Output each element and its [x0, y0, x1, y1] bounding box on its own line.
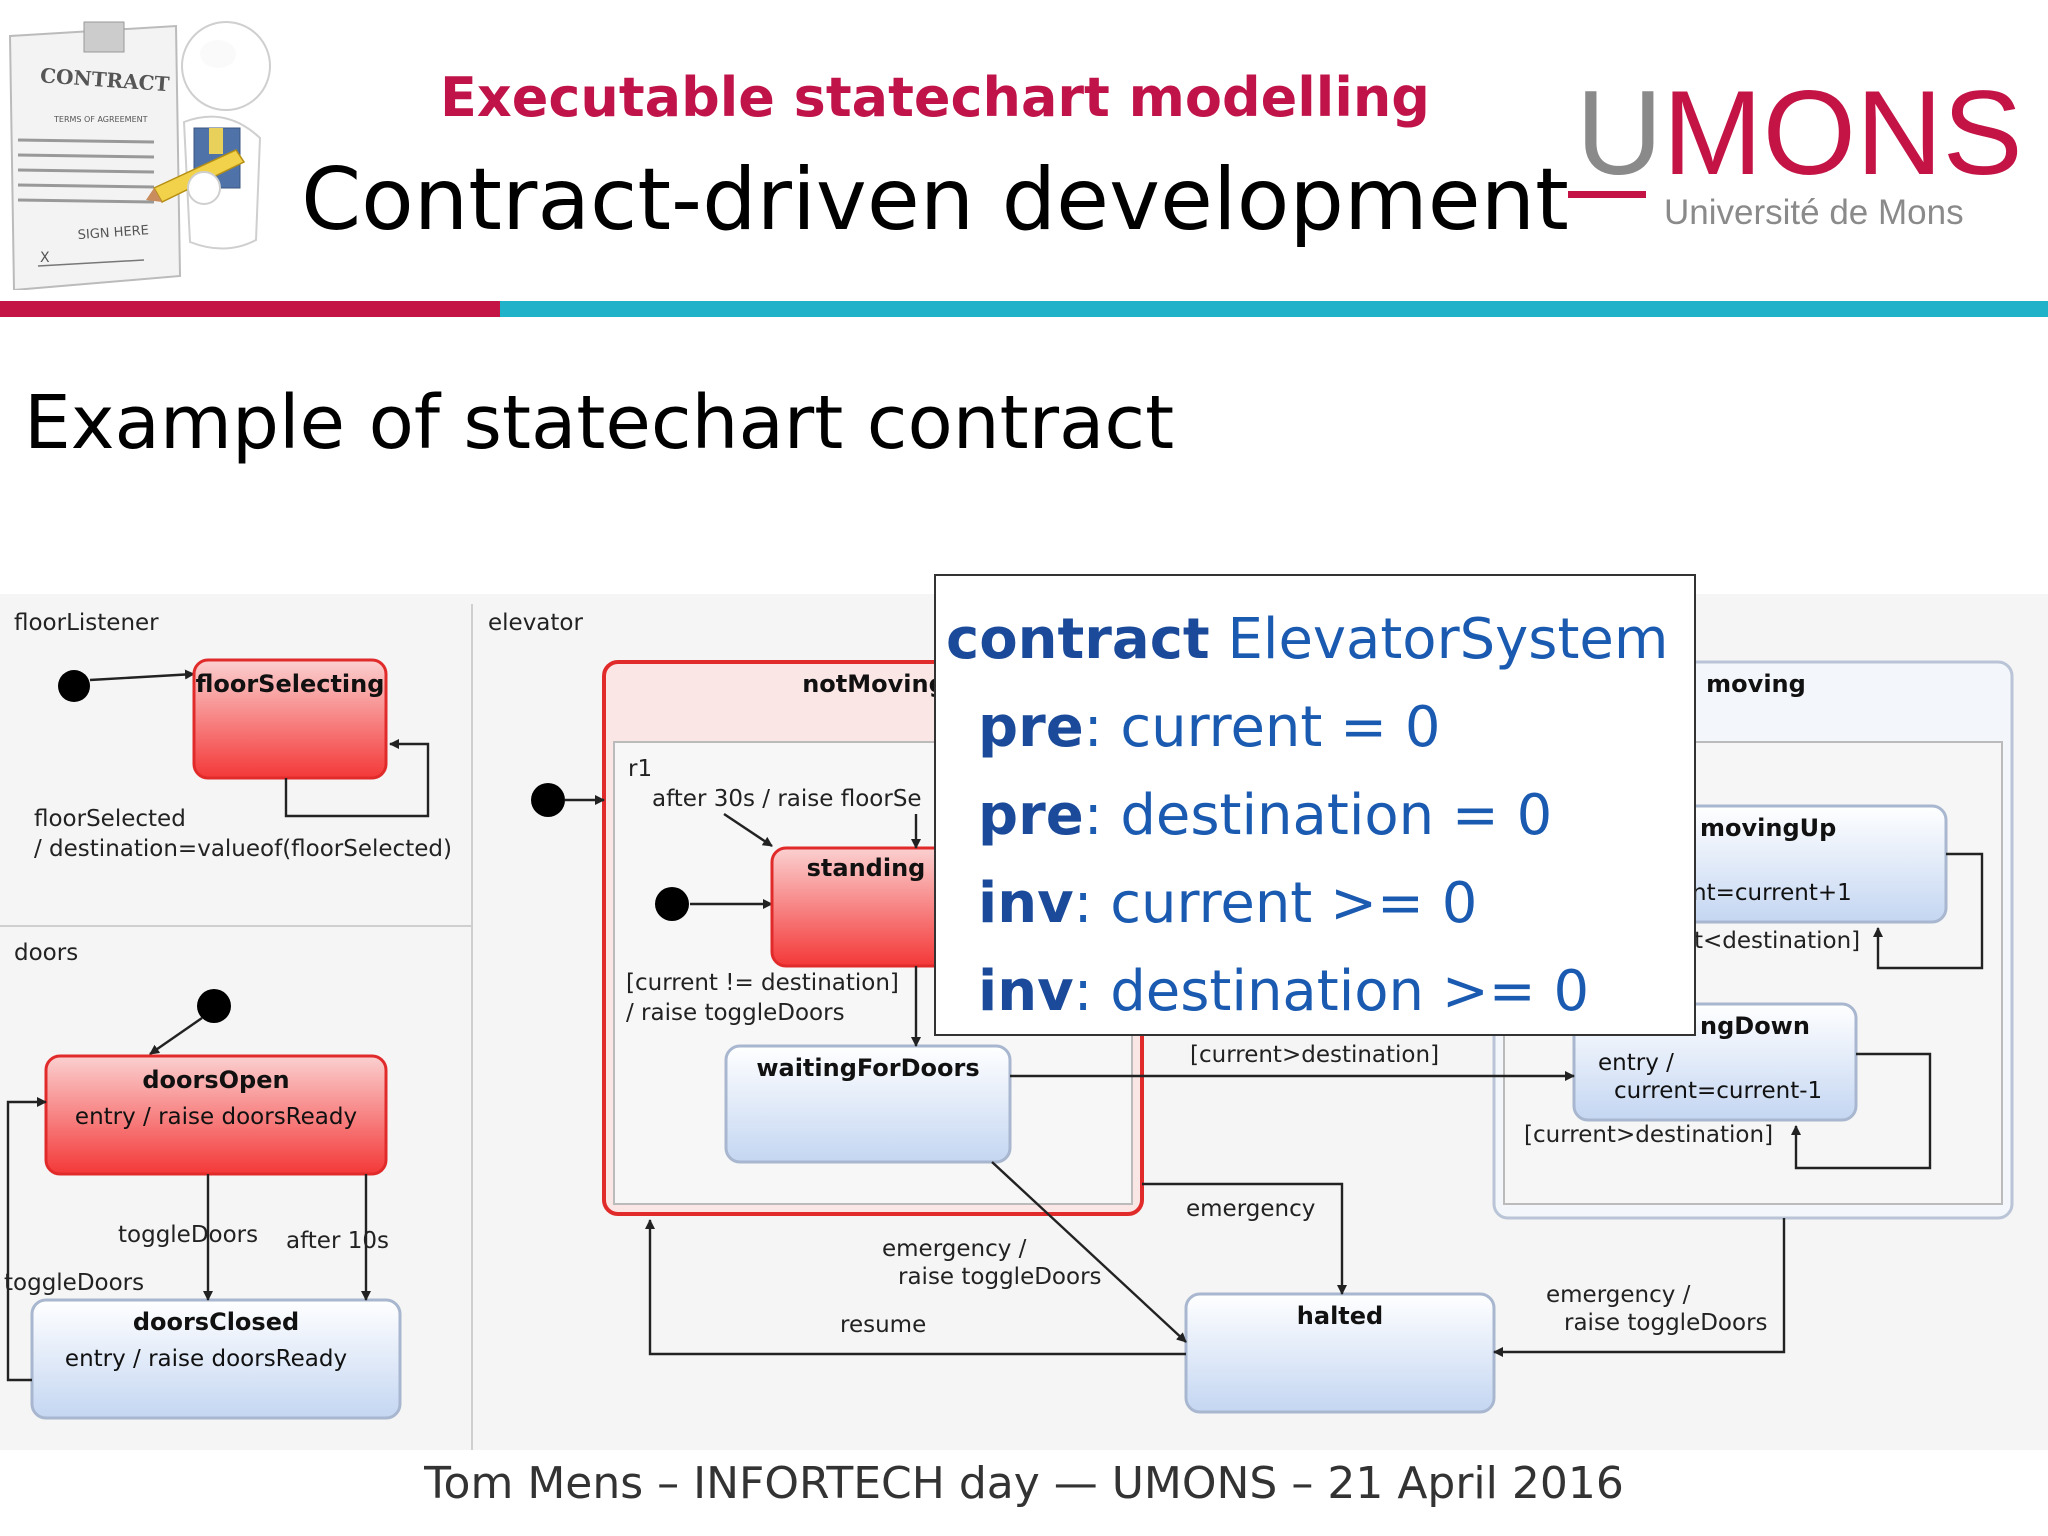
contract-clause-expr: : current = 0: [1083, 695, 1441, 760]
contract-clause: inv: current >= 0: [946, 860, 1694, 948]
state-movingup-name: movingUp: [1700, 814, 1836, 842]
edge-moving-halted: [1493, 1218, 1786, 1357]
section-heading: Example of statechart contract: [24, 380, 1175, 466]
slide-title: Contract-driven development: [301, 150, 1569, 250]
label-curltdest-up: t<destination]: [1694, 928, 1860, 954]
region-doors-label: doors: [14, 940, 78, 966]
label-emergency: emergency: [1186, 1196, 1315, 1222]
slide-footer: Tom Mens – INFORTECH day — UMONS – 21 Ap…: [424, 1458, 1624, 1509]
region-r1-label: r1: [628, 756, 652, 782]
state-waitingfordoors-name: waitingForDoors: [756, 1054, 979, 1082]
label-emergency-toggle-2: raise toggleDoors: [898, 1264, 1102, 1290]
contract-clause-keyword: pre: [978, 695, 1084, 760]
initial-floorlistener: [58, 670, 90, 702]
label-curnedest-2: / raise toggleDoors: [626, 1000, 845, 1026]
state-movingdown-name: ngDown: [1700, 1012, 1810, 1040]
state-standing-name: standing: [807, 854, 926, 882]
label-toggledoors-a: toggleDoors: [118, 1222, 258, 1248]
contract-clause-expr: : destination >= 0: [1073, 959, 1590, 1024]
edge-doorsclosed-doorsopen-toggle: [6, 1097, 47, 1382]
contract-clause-keyword: inv: [978, 959, 1074, 1024]
region-floorlistener-label: floorListener: [14, 610, 159, 636]
label-after30s: after 30s / raise floorSe: [652, 786, 922, 812]
state-waitingfordoors: [724, 1044, 1012, 1164]
edge-notmoving-halted-emergency: [1142, 1182, 1347, 1295]
contract-clause: pre: current = 0: [946, 684, 1694, 772]
state-doorsclosed-action: entry / raise doorsReady: [65, 1346, 347, 1372]
label-resume: resume: [840, 1312, 926, 1338]
region-elevator-label: elevator: [488, 610, 583, 636]
state-moving-name: moving: [1706, 670, 1806, 698]
state-floorselecting: [192, 658, 388, 780]
edge-initial-doorsopen: [149, 1017, 203, 1055]
contract-keyword: contract: [946, 607, 1210, 672]
accent-bar-teal: [500, 301, 2048, 317]
state-doorsclosed: [30, 1298, 402, 1420]
logo-sub-text: Université de Mons: [1664, 193, 1964, 232]
label-after10s: after 10s: [286, 1228, 389, 1254]
state-movingdown-action-2: current=current-1: [1614, 1078, 1822, 1104]
state-notmoving-name: notMoving: [802, 670, 946, 698]
state-doorsopen-action: entry / raise doorsReady: [75, 1104, 357, 1130]
state-doorsclosed-name: doorsClosed: [133, 1308, 299, 1336]
illustration-x-text: X: [40, 250, 50, 266]
umons-logo: UMONS Université de Mons: [1568, 74, 2018, 232]
edge-waitingfordoors-halted: [991, 1161, 1187, 1343]
edge-halted-notmoving-resume: [645, 1219, 1186, 1356]
edge-initial-floorselecting: [89, 669, 195, 682]
edge-after30s: [723, 813, 773, 847]
edge-movingup-self: [1873, 852, 1984, 970]
initial-r1: [655, 887, 689, 921]
initial-elevator: [531, 783, 565, 817]
contract-clause: pre: destination = 0: [946, 772, 1694, 860]
state-movingup-action: nt=current+1: [1692, 880, 1852, 906]
state-movingdown-action-1: entry /: [1598, 1050, 1674, 1076]
label-emergency-toggle-1: emergency /: [882, 1236, 1027, 1262]
contract-clause-expr: : destination = 0: [1083, 783, 1553, 848]
state-doorsopen-name: doorsOpen: [142, 1066, 289, 1094]
contract-clause-keyword: inv: [978, 871, 1074, 936]
state-halted-name: halted: [1297, 1302, 1383, 1330]
label-emergency-moving-2: raise toggleDoors: [1564, 1310, 1768, 1336]
illustration-terms-text: TERMS OF AGREEMENT: [53, 115, 148, 124]
contract-clause: inv: destination >= 0: [946, 948, 1694, 1036]
logo-main-text: UMONS: [1576, 74, 2018, 200]
label-curgtdest-down: [current>destination]: [1524, 1122, 1773, 1148]
contract-name: ElevatorSystem: [1227, 607, 1669, 672]
label-floorselected-2: / destination=valueof(floorSelected): [34, 836, 452, 862]
accent-bar-red: [0, 301, 500, 317]
state-floorselecting-name: floorSelecting: [196, 670, 385, 698]
contract-box: contract ElevatorSystem pre: current = 0…: [934, 574, 1696, 1036]
label-curnedest-1: [current != destination]: [626, 970, 899, 996]
label-floorselected-1: floorSelected: [34, 806, 186, 832]
edge-floorselecting-self: [284, 739, 430, 818]
state-doorsopen: [44, 1054, 388, 1176]
contract-clause-expr: : current >= 0: [1073, 871, 1478, 936]
label-curgtdest-main: [current>destination]: [1190, 1042, 1439, 1068]
contract-figure-icon: CONTRACT TERMS OF AGREEMENT SIGN HERE X: [8, 21, 271, 290]
edge-movingdown-self: [1791, 1052, 1932, 1170]
label-emergency-moving-1: emergency /: [1546, 1282, 1691, 1308]
contract-header: contract ElevatorSystem: [946, 596, 1694, 684]
illustration-sign-text: SIGN HERE: [77, 223, 149, 243]
label-toggledoors-b: toggleDoors: [4, 1270, 144, 1296]
contract-clause-keyword: pre: [978, 783, 1084, 848]
initial-doors: [197, 989, 231, 1023]
slide-subtitle: Executable statechart modelling: [440, 66, 1430, 129]
